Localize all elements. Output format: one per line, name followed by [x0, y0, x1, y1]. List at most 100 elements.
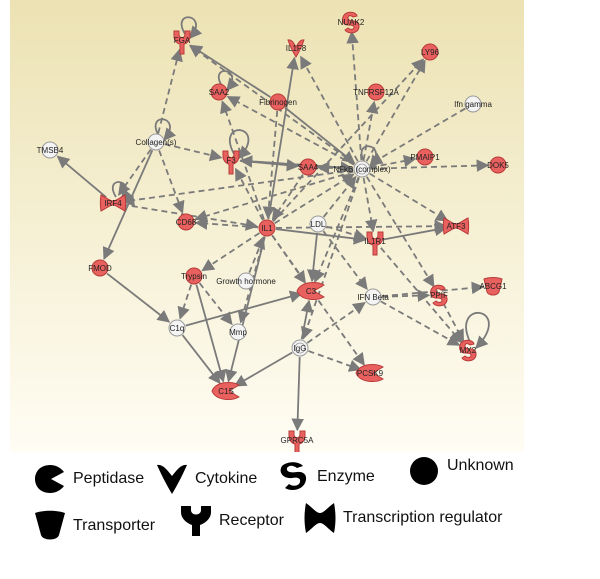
node-shape-collagens: [147, 133, 165, 151]
node-c1q: C1q: [168, 319, 186, 337]
edge-ldl-to-il1r1: [326, 225, 367, 241]
node-ly96: LY96: [421, 43, 440, 61]
node-shape-tnfrsf12a: [367, 83, 385, 101]
cytokine-icon: [157, 464, 187, 494]
node-tnfrsf12a: TNFRSF12A: [353, 83, 400, 101]
node-ppif: PPIF: [430, 284, 448, 307]
node-label-ifngamma: Ifn gamma: [454, 100, 492, 109]
node-label-collagens: Collagen(s): [136, 138, 177, 147]
node-tmsb4: TMSB4: [37, 141, 64, 159]
node-label-il1: IL1: [261, 224, 273, 233]
node-growthhormone: Growth hormone: [216, 272, 276, 290]
node-label-saa4: SAA4: [298, 163, 319, 172]
node-shape-nuak2: [342, 11, 360, 34]
edge-ifngamma-to-nfkb: [369, 107, 466, 165]
edge-il1-to-trypsin: [201, 232, 260, 272]
edge-il1r1-to-atf3: [383, 223, 448, 241]
node-label-cd68: CD68: [176, 218, 197, 227]
node-label-c1s: C1S: [218, 387, 234, 396]
edges-layer: [56, 30, 490, 432]
node-ifnbeta: IFN Beta: [357, 288, 389, 306]
node-label-c3: C3: [306, 287, 317, 296]
edge-il1r1-to-mx2: [380, 247, 463, 344]
edge-fibrinogen-to-nfkb: [284, 106, 356, 164]
node-atf3: ATF3: [442, 217, 470, 235]
node-shape-saa4: [299, 158, 317, 176]
node-trypsin: Trypsin: [181, 267, 207, 285]
node-shape-trypsin: [185, 267, 203, 285]
node-shape-irf4: [99, 194, 127, 212]
node-shape-ppif: [430, 284, 448, 307]
edge-nfkb-to-atf3: [369, 172, 449, 222]
node-label-dok5: DOK5: [487, 161, 509, 170]
node-shape-ifngamma: [464, 95, 482, 113]
node-nfkb: NFkB (complex): [333, 145, 391, 178]
edge-nfkb-to-irf4: [121, 169, 354, 207]
edge-saa4-to-il1: [271, 173, 304, 221]
node-shape-mx2: [459, 339, 477, 362]
edge-irf4-to-tmsb4: [56, 155, 107, 198]
edge-il1-to-nfkb: [274, 173, 355, 225]
node-shape-ly96: [421, 43, 439, 61]
node-label-atf3: ATF3: [447, 222, 467, 231]
node-shape-f3: [222, 150, 240, 175]
node-label-fga: FGA: [174, 36, 191, 45]
self-loop-fga: [180, 16, 203, 39]
node-label-c1q: C1q: [170, 324, 185, 333]
node-label-fibrinogen: Fibrinogen: [259, 98, 297, 107]
edge-ifnbeta-to-ppif: [381, 289, 431, 302]
node-shape-gprc5a: [288, 430, 306, 452]
legend-enzyme-label: Enzyme: [317, 468, 375, 485]
edge-igg-to-c1s: [233, 351, 293, 387]
legend-transcription-regulator: Transcription regulator: [303, 501, 502, 535]
node-gprc5a: GPRC5A: [281, 430, 314, 452]
node-shape-igg: [291, 339, 309, 357]
edge-igg-to-c3: [300, 299, 314, 340]
node-shape-il1f8: [287, 39, 305, 58]
complex-ring-igg: [294, 342, 306, 354]
edge-il1-to-il1r1: [275, 228, 367, 245]
node-saa2: SAA2: [209, 70, 240, 101]
node-shape-saa2: [210, 83, 228, 101]
node-shape-fmod: [91, 259, 109, 277]
unknown-icon: [410, 457, 438, 485]
node-ldl: LDL: [309, 215, 327, 233]
node-il1f8: IL1F8: [286, 39, 307, 58]
node-label-pcsk9: PCSK9: [357, 369, 384, 378]
node-label-il1r1: IL1R1: [364, 237, 386, 246]
edge-trypsin-to-c1q: [177, 284, 193, 320]
node-label-abcg1: ABCG1: [479, 282, 507, 291]
node-shape-c3: [296, 282, 325, 300]
node-fga: FGA: [173, 16, 203, 55]
node-shape-atf3: [442, 217, 470, 235]
edge-c1q-to-c3: [185, 290, 303, 327]
node-shape-il1r1: [366, 231, 384, 256]
edge-nfkb-to-saa2: [226, 95, 355, 166]
node-dok5: DOK5: [487, 156, 509, 174]
node-label-il1f8: IL1F8: [286, 44, 307, 53]
legend-cytokine-label: Cytokine: [195, 470, 258, 487]
edge-collagens-to-fmod: [102, 149, 154, 261]
edge-igg-to-ifnbeta: [306, 301, 366, 344]
enzyme-icon: [280, 462, 307, 491]
node-label-irf4: IRF4: [104, 199, 122, 208]
edge-nfkb-to-pmaip1: [370, 154, 417, 169]
node-label-ldl: LDL: [311, 220, 326, 229]
edge-c1q-to-c1s: [181, 334, 221, 385]
node-shape-c1s: [211, 382, 240, 400]
node-abcg1: ABCG1: [479, 277, 507, 296]
node-fibrinogen: Fibrinogen: [259, 93, 297, 111]
node-cd68: CD68: [176, 213, 197, 231]
node-shape-cd68: [177, 213, 195, 231]
edge-ldl-to-c3: [306, 232, 320, 283]
node-ifngamma: Ifn gamma: [454, 95, 492, 113]
edge-ifnbeta-to-mx2: [380, 300, 461, 346]
node-label-ly96: LY96: [421, 48, 440, 57]
node-mmp: Mmp: [229, 323, 247, 341]
node-label-ppif: PPIF: [430, 291, 448, 300]
legend-enzyme: Enzyme: [277, 460, 375, 494]
node-c3: C3: [296, 282, 325, 300]
edge-il1-to-pcsk9: [271, 234, 365, 366]
node-label-ifnbeta: IFN Beta: [357, 293, 389, 302]
